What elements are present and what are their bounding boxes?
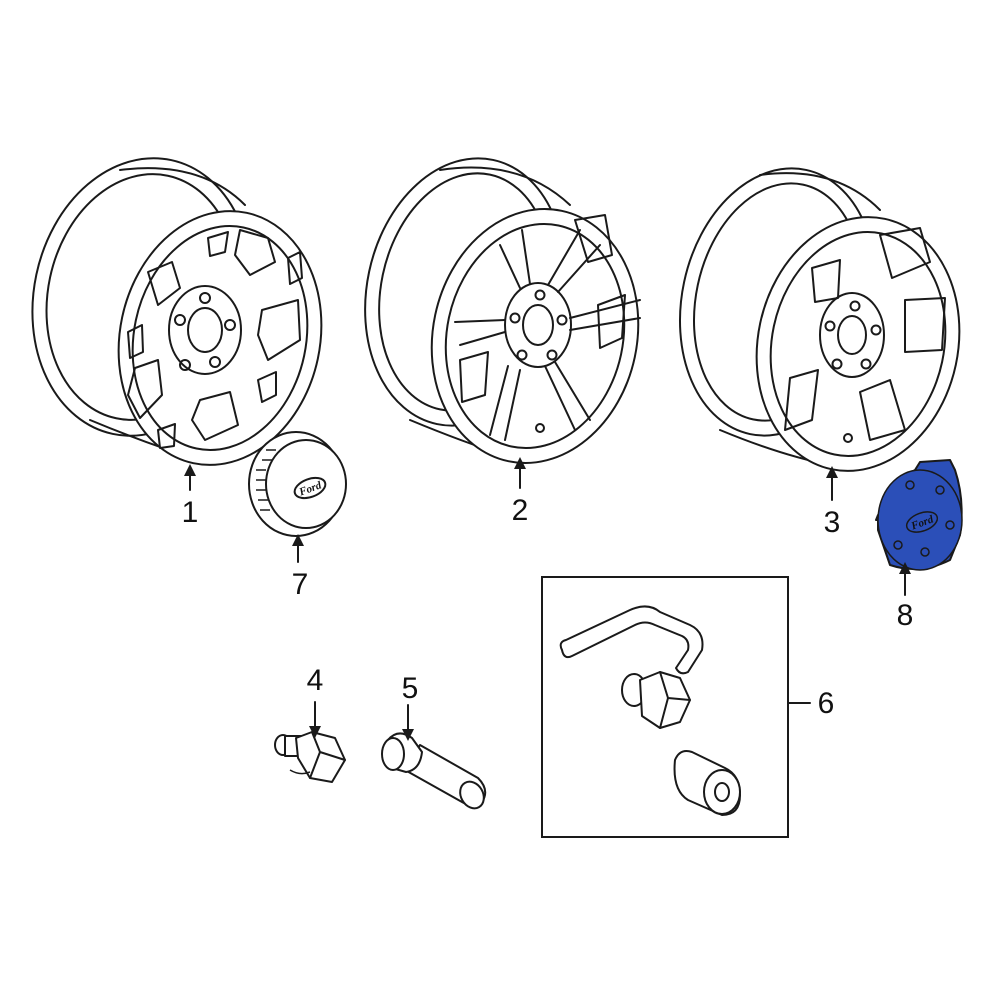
callout-2[interactable]: 2 [512, 494, 529, 527]
wheel-stud-5[interactable] [381, 732, 489, 812]
callout-6[interactable]: 6 [818, 687, 835, 720]
callout-5[interactable]: 5 [402, 672, 419, 705]
callout-1[interactable]: 1 [182, 496, 199, 529]
lug-nut-4[interactable] [274, 731, 346, 783]
wheel-1[interactable] [7, 138, 344, 484]
center-cap-7[interactable]: Ford [248, 431, 347, 537]
callout-3[interactable]: 3 [824, 506, 841, 539]
center-cap-8[interactable]: Ford [875, 459, 963, 571]
callout-4[interactable]: 4 [307, 664, 324, 697]
lock-kit-box [541, 576, 789, 838]
lock-kit-6[interactable] [541, 576, 789, 838]
wheel-3[interactable] [656, 150, 982, 490]
callout-8[interactable]: 8 [897, 599, 914, 632]
callout-7[interactable]: 7 [292, 568, 309, 601]
wheel-2[interactable] [341, 140, 661, 483]
